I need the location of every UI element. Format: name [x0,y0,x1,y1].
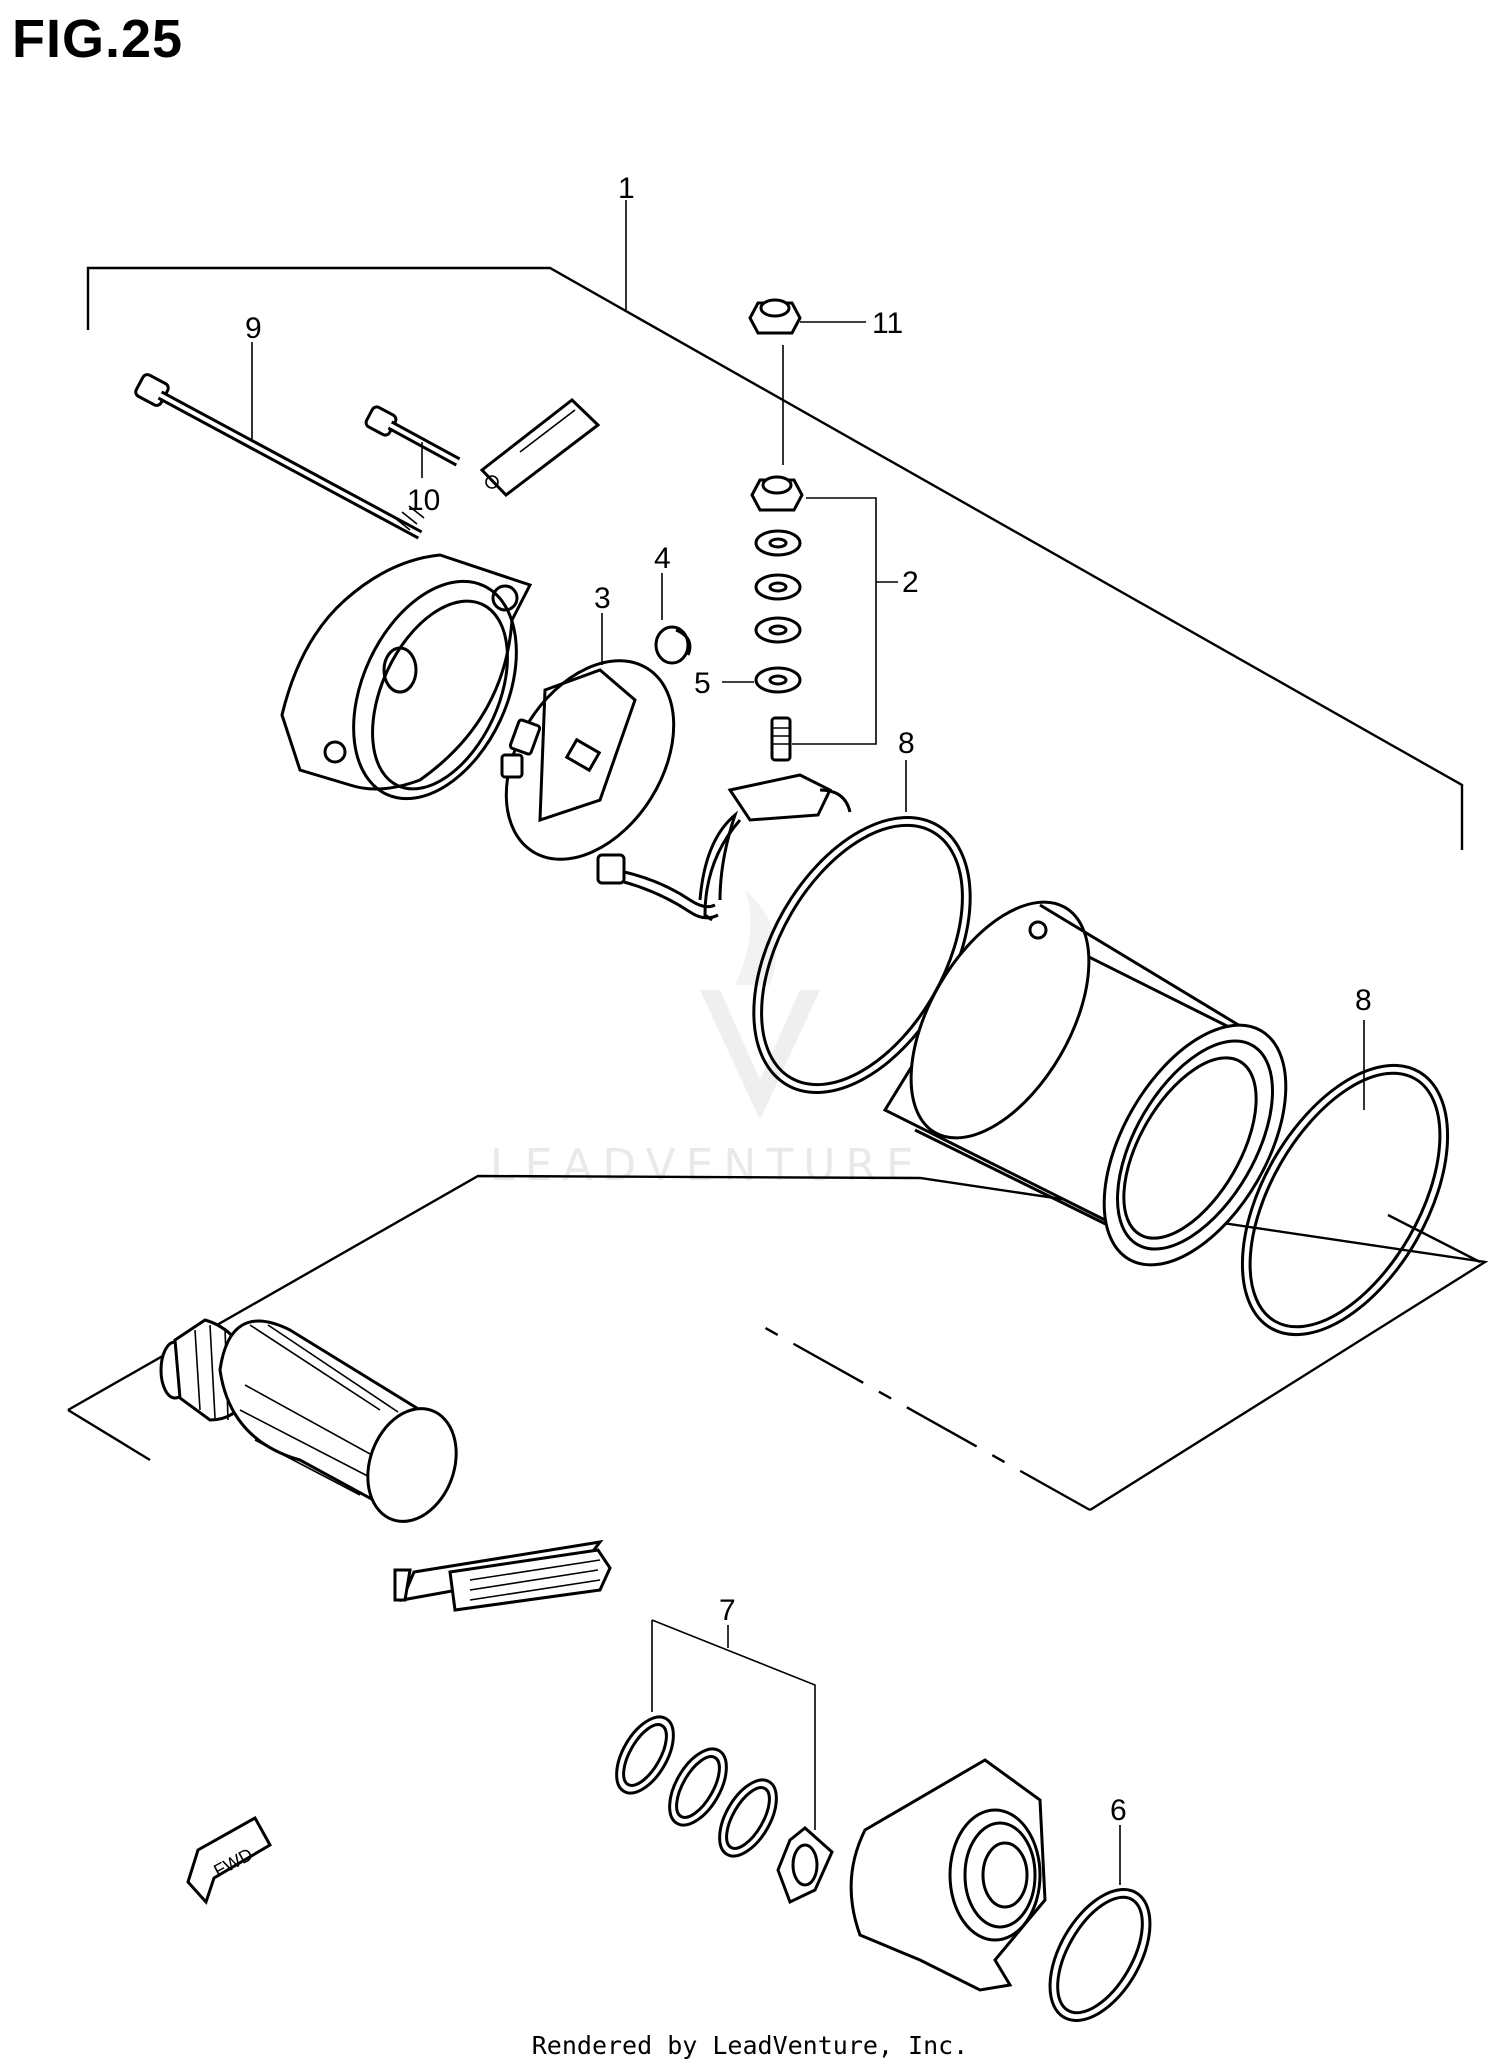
through-bolt-part-9 [134,342,425,540]
callout-11: 11 [872,307,903,340]
callouts: 1 2 3 4 5 6 7 8 8 9 10 11 [245,172,1372,1827]
rendered-by-footer: Rendered by LeadVenture, Inc. [531,2031,969,2060]
o-ring-part-6 [1048,1825,1152,2022]
figure-title: FIG.25 [12,9,184,69]
callout-2: 2 [902,566,919,599]
screw-part-10 [364,405,461,478]
leadventure-watermark: LEADVENTURE [490,890,924,1191]
callout-7: 7 [719,1594,736,1627]
brush-plate-part-3 [500,613,676,861]
callout-4: 4 [654,542,671,575]
callout-8-upper: 8 [898,727,915,760]
callout-5: 5 [694,667,711,700]
nut-part-11 [748,298,866,465]
callout-9: 9 [245,312,262,345]
terminal-plate [479,398,601,498]
watermark-text: LEADVENTURE [490,1140,924,1191]
exploded-view-plane [67,1174,1489,1512]
front-end-housing [849,1758,1047,1992]
washer-set-part-7 [615,1619,834,1905]
callout-6: 6 [1110,1794,1127,1827]
o-ring-part-8-lower [1240,1020,1450,1337]
terminal-set-part-2 [750,475,898,762]
brush-spring-part-4 [654,573,692,665]
washer-part-5 [722,666,802,694]
callout-10: 10 [407,484,440,517]
fwd-direction-badge: FWD [186,1815,273,1905]
motor-yoke-housing [882,900,1288,1267]
callout-8-lower: 8 [1355,984,1372,1017]
assembly-bracket-upper [86,200,1464,850]
callout-1: 1 [618,172,635,205]
armature [159,1318,612,1612]
rear-end-cover [280,553,533,801]
callout-3: 3 [594,582,611,615]
brush-holder-arm [698,773,852,922]
